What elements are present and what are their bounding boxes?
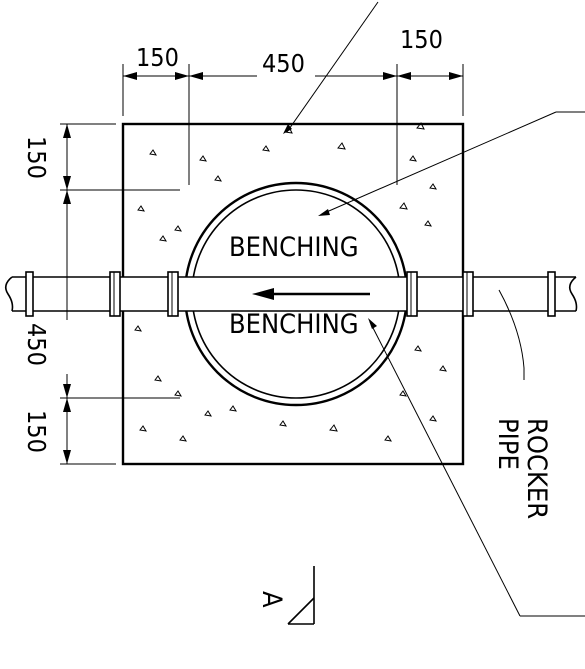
flow-direction-arrow (252, 288, 370, 300)
rocker-pipe-label-line1: ROCKER (521, 418, 552, 519)
section-marker-label: A (256, 591, 287, 608)
pipe-break-right (568, 276, 578, 312)
dim-left-top: 150 (22, 136, 51, 179)
concrete-aggregate-marks (134, 122, 447, 442)
dim-top-left: 150 (136, 43, 179, 72)
top-dimension: 150 450 150 (122, 25, 464, 185)
dim-top-middle: 450 (262, 49, 305, 78)
leader-lines (283, 1, 585, 617)
dim-top-right: 150 (400, 25, 443, 54)
benching-label-bottom: BENCHING (229, 309, 359, 340)
benching-label-top: BENCHING (229, 232, 359, 263)
rocker-pipe-label-line2: PIPE (492, 418, 523, 470)
dim-left-middle: 450 (22, 323, 51, 366)
pipe-break-left (4, 276, 14, 312)
dim-left-bottom: 150 (22, 410, 51, 453)
section-marker-a: A (256, 566, 315, 625)
pipe-joints (25, 271, 556, 317)
left-dimension: 150 450 150 (22, 123, 180, 465)
